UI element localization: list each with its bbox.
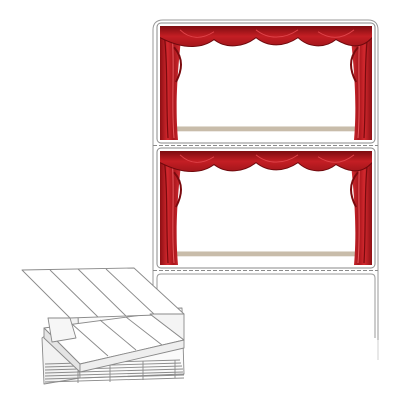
fanfold-stack-illustration <box>21 267 185 385</box>
label-3-blank <box>152 273 379 360</box>
label-sheet <box>152 19 379 360</box>
label-1 <box>156 22 376 144</box>
label-2 <box>156 147 376 269</box>
curtain-artwork-2 <box>160 151 372 265</box>
fold-panel <box>149 313 185 341</box>
curtain-artwork-1 <box>160 26 372 140</box>
unfolding-leaf <box>21 267 185 343</box>
stack-top-panels <box>43 313 185 373</box>
